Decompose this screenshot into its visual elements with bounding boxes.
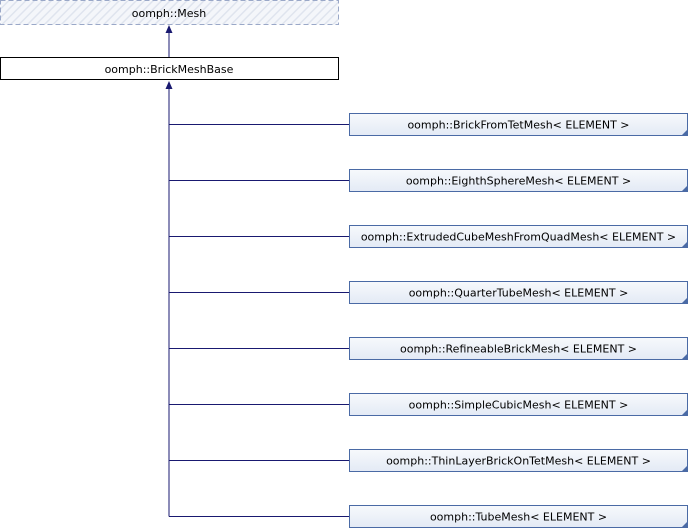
class-node-label: oomph::SimpleCubicMesh< ELEMENT > <box>409 399 629 412</box>
corner-triangle-icon <box>681 409 688 416</box>
class-node-mesh-label: oomph::Mesh <box>132 7 207 20</box>
class-node-label: oomph::TubeMesh< ELEMENT > <box>430 511 607 524</box>
class-node-brick-mesh-base[interactable]: oomph::BrickMeshBase <box>0 57 339 80</box>
class-node-quarter-tube-mesh[interactable]: oomph::QuarterTubeMesh< ELEMENT > <box>349 281 688 304</box>
corner-triangle-icon <box>681 521 688 528</box>
corner-triangle-icon <box>681 465 688 472</box>
corner-triangle-icon <box>681 297 688 304</box>
class-node-refineable-brick-mesh[interactable]: oomph::RefineableBrickMesh< ELEMENT > <box>349 337 688 360</box>
class-node-simple-cubic-mesh[interactable]: oomph::SimpleCubicMesh< ELEMENT > <box>349 393 688 416</box>
corner-triangle-icon <box>681 185 688 192</box>
derived-classes: oomph::BrickFromTetMesh< ELEMENT >oomph:… <box>349 113 688 528</box>
class-node-label: oomph::BrickFromTetMesh< ELEMENT > <box>407 119 629 132</box>
corner-triangle-icon <box>681 241 688 248</box>
class-node-mesh[interactable]: oomph::Mesh <box>0 0 339 25</box>
class-node-label: oomph::RefineableBrickMesh< ELEMENT > <box>400 343 637 356</box>
class-node-eighth-sphere-mesh[interactable]: oomph::EighthSphereMesh< ELEMENT > <box>349 169 688 192</box>
inheritance-edges <box>165 81 350 517</box>
class-node-brick-mesh-base-label: oomph::BrickMeshBase <box>105 63 234 76</box>
corner-triangle-icon <box>681 129 688 136</box>
arrowhead-icon <box>165 81 173 89</box>
class-node-brick-from-tet-mesh[interactable]: oomph::BrickFromTetMesh< ELEMENT > <box>349 113 688 136</box>
class-node-label: oomph::EighthSphereMesh< ELEMENT > <box>406 175 631 188</box>
class-node-label: oomph::QuarterTubeMesh< ELEMENT > <box>409 287 629 300</box>
class-node-thin-layer-brick-on-tet-mesh[interactable]: oomph::ThinLayerBrickOnTetMesh< ELEMENT … <box>349 449 688 472</box>
arrowhead-icon <box>165 25 173 33</box>
class-node-label: oomph::ExtrudedCubeMeshFromQuadMesh< ELE… <box>361 231 676 244</box>
class-node-tube-mesh[interactable]: oomph::TubeMesh< ELEMENT > <box>349 505 688 528</box>
class-node-extruded-cube-mesh-from-quad-mesh[interactable]: oomph::ExtrudedCubeMeshFromQuadMesh< ELE… <box>349 225 688 248</box>
corner-triangle-icon <box>681 353 688 360</box>
inheritance-edge-base-to-mesh <box>165 25 173 57</box>
class-node-label: oomph::ThinLayerBrickOnTetMesh< ELEMENT … <box>386 455 651 468</box>
